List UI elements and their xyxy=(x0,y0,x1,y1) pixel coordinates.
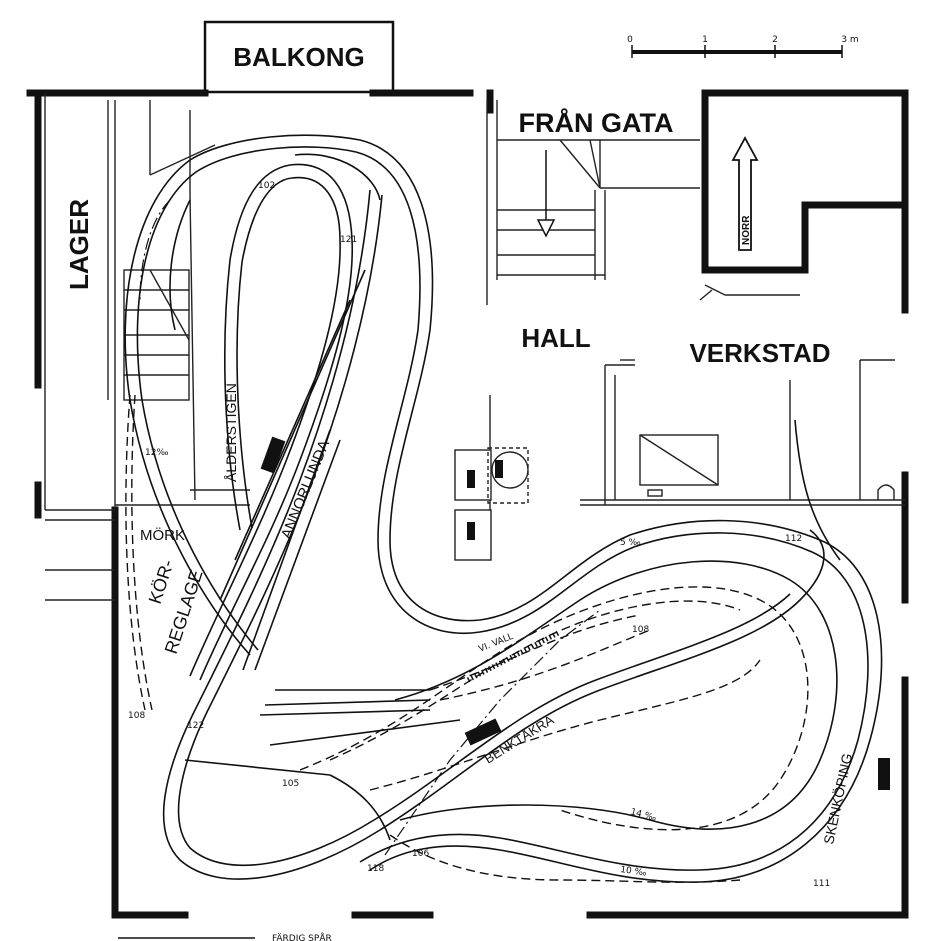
balcony-box xyxy=(203,20,395,94)
hall-label: HALL xyxy=(521,323,590,353)
station-alderstigen: ÅLDERSTIGEN xyxy=(223,383,239,482)
track-112: 112 xyxy=(785,534,802,544)
legend-text: FÄRDIG SPÅR xyxy=(272,932,332,941)
from-street-label: FRÅN GATA xyxy=(519,107,674,138)
benktakra-building xyxy=(464,718,502,746)
station-annorlunda: ANNORLUNDA xyxy=(278,438,333,542)
track-108-right: 108 xyxy=(632,625,649,635)
track-102: 102 xyxy=(258,181,275,191)
vallen-label: VI. VALL xyxy=(477,632,514,655)
station-skenkoping: SKENKÖPING xyxy=(819,752,855,846)
control-line1: MÖRK xyxy=(140,526,185,544)
scale-tick-0: 0 xyxy=(627,35,633,45)
storage-label: LAGER xyxy=(64,199,94,290)
scale-tick-2: 2 xyxy=(772,35,778,45)
track-108-left: 108 xyxy=(128,711,145,721)
balcony-label: BALKONG xyxy=(233,42,364,72)
control-line2: KÖR- xyxy=(145,557,178,606)
workshop-label: VERKSTAD xyxy=(689,338,830,368)
scale-tick-1: 1 xyxy=(702,35,708,45)
track-118: 118 xyxy=(367,864,384,874)
track-122: 122 xyxy=(187,721,204,731)
skenkoping-building xyxy=(878,758,890,790)
track-105: 105 xyxy=(282,779,299,789)
stair-arrow-head xyxy=(536,219,556,238)
scale-bar xyxy=(631,45,843,58)
gradient-14: 14 ‰ xyxy=(629,807,657,823)
planned-tracks xyxy=(125,199,809,883)
north-label: NORR xyxy=(741,215,752,245)
scale-tick-3: 3 m xyxy=(841,35,858,45)
structure-lines xyxy=(44,93,905,601)
track-111: 111 xyxy=(813,879,830,889)
north-arrow xyxy=(731,136,759,251)
track-121: 121 xyxy=(340,235,357,245)
walls xyxy=(26,89,909,919)
annorlunda-building xyxy=(260,436,286,474)
track-106: 106 xyxy=(412,849,429,859)
gradient-5: 5 ‰ xyxy=(620,538,641,548)
gradient-12: 12‰ xyxy=(145,448,169,458)
vallen-hatch xyxy=(466,629,562,683)
gradient-10: 10 ‰ xyxy=(620,865,648,879)
track-network xyxy=(124,134,883,883)
